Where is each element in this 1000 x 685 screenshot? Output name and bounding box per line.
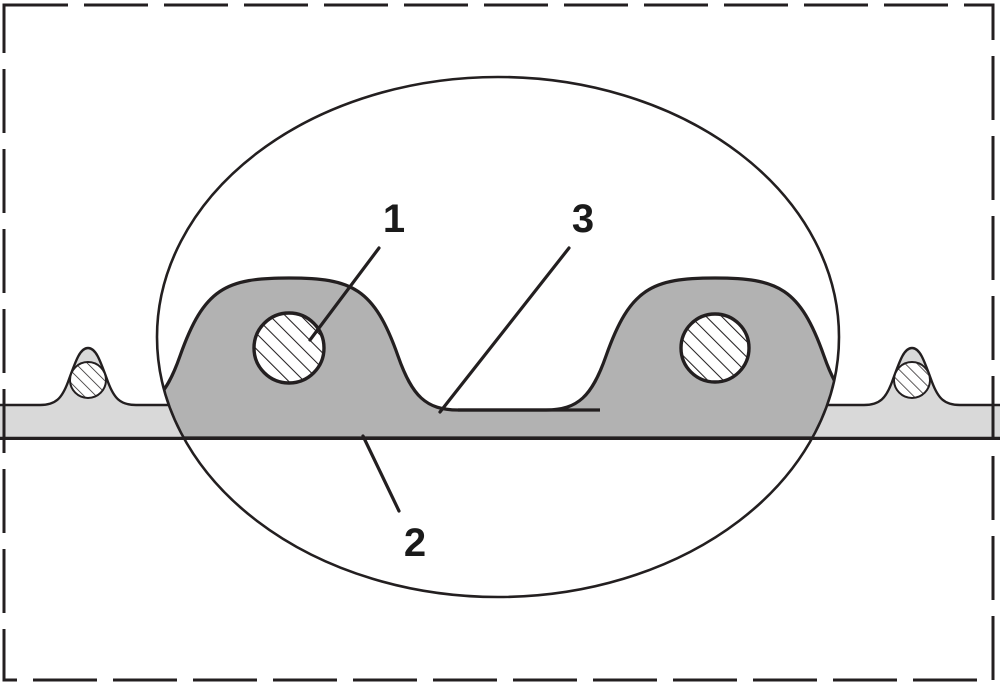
leader-line-1 bbox=[308, 246, 381, 342]
callout-label-3: 3 bbox=[572, 197, 594, 241]
callout-label-2: 2 bbox=[404, 521, 426, 565]
leader-line-3 bbox=[438, 246, 571, 414]
callout-label-1: 1 bbox=[383, 197, 405, 241]
context-wire-right-outer bbox=[893, 361, 931, 399]
detail-wire-right bbox=[679, 312, 751, 384]
context-wire-left-outer bbox=[69, 361, 107, 399]
magnifier-lens-outline bbox=[155, 75, 841, 599]
dashed-crop-frame bbox=[2, 3, 995, 682]
leader-line-2 bbox=[361, 434, 401, 513]
detail-wire-left bbox=[252, 311, 326, 385]
